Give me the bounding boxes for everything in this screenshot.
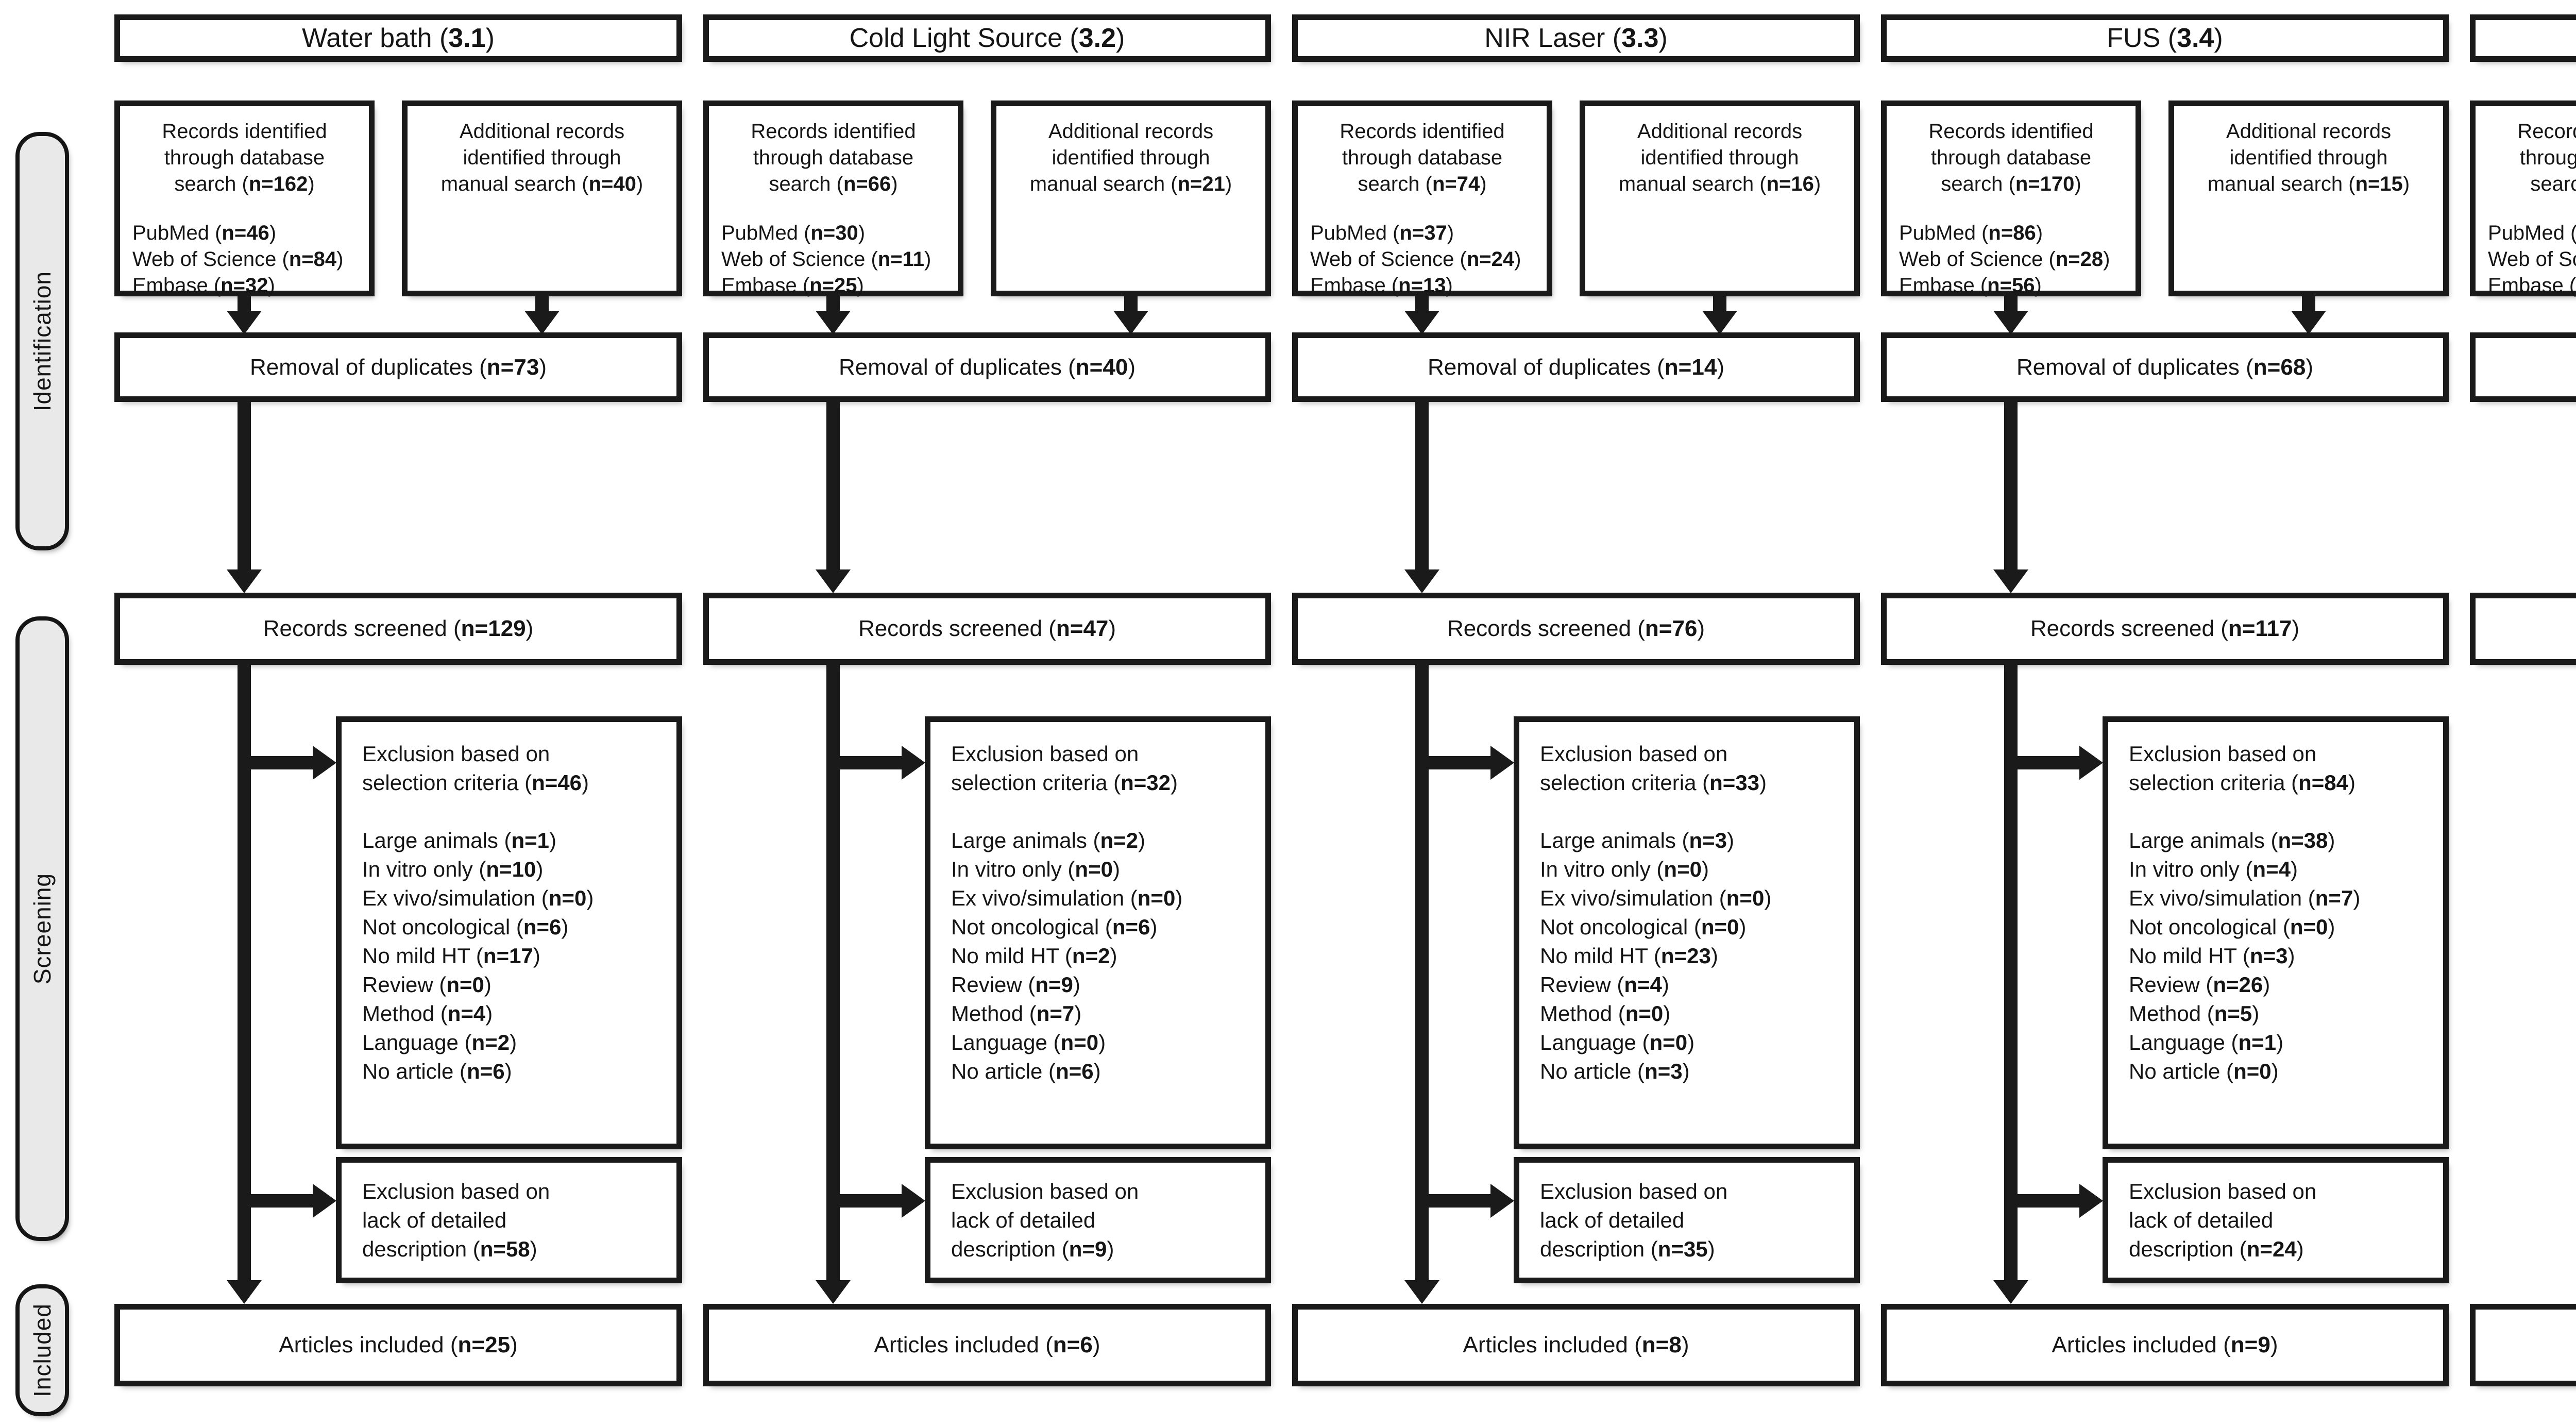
stage-label-identification-text: Identification: [29, 271, 56, 412]
articles-included-box: Articles included (n=6): [703, 1304, 1271, 1386]
duplicates-box: Removal of duplicates (n=54): [2470, 332, 2576, 402]
duplicates-box: Removal of duplicates (n=40): [703, 332, 1271, 402]
branch-right-arrow: [833, 756, 902, 769]
column-title: Cold Light Source (3.2): [703, 14, 1271, 62]
screened-box: Records screened (n=47): [703, 593, 1271, 665]
duplicates-box: Removal of duplicates (n=14): [1292, 332, 1860, 402]
down-arrow: [826, 402, 840, 569]
exclusion-selection-items: Large animals (n=3)In vitro only (n=0)Ex…: [1540, 828, 1772, 1083]
column-title: NIR Laser (3.3): [1292, 14, 1860, 62]
exclusion-selection-items: Large animals (n=38)In vitro only (n=4)E…: [2129, 828, 2361, 1083]
stage-label-screening-text: Screening: [29, 873, 56, 985]
duplicates-box: Removal of duplicates (n=73): [114, 332, 682, 402]
down-arrow: [1415, 296, 1429, 311]
down-arrow: [1415, 402, 1429, 569]
stage-label-included-text: Included: [29, 1303, 56, 1397]
stage-label-screening: Screening: [15, 616, 69, 1241]
database-sources-text: PubMed (n=86)Web of Science (n=28)Embase…: [1899, 222, 2110, 297]
branch-right-arrow: [2011, 1194, 2079, 1208]
column-title: Capacitive (3.5): [2470, 14, 2576, 62]
column-capacitive: Capacitive (3.5) Records identifiedthrou…: [2470, 0, 2576, 1425]
branch-right-arrow: [833, 1194, 902, 1208]
branch-right-arrow: [244, 756, 313, 769]
database-sources-text: PubMed (n=39)Web of Science (n=16)Embase…: [2488, 222, 2576, 297]
articles-included-box: Articles included (n=9): [1881, 1304, 2449, 1386]
exclusion-selection-items: Large animals (n=2)In vitro only (n=0)Ex…: [951, 828, 1183, 1083]
articles-included-box: Articles included (n=7): [2470, 1304, 2576, 1386]
screened-box: Records screened (n=76): [1292, 593, 1860, 665]
branch-right-arrow: [244, 1194, 313, 1208]
duplicates-box: Removal of duplicates (n=68): [1881, 332, 2449, 402]
column-title: Water bath (3.1): [114, 14, 682, 62]
stage-label-identification: Identification: [15, 132, 69, 550]
column-title: FUS (3.4): [1881, 14, 2449, 62]
branch-right-arrow: [1422, 756, 1490, 769]
database-sources-text: PubMed (n=30)Web of Science (n=11)Embase…: [721, 222, 931, 297]
screened-box: Records screened (n=117): [1881, 593, 2449, 665]
down-arrow: [2004, 296, 2018, 311]
column-cold-light-source: Cold Light Source (3.2) Records identifi…: [703, 0, 1271, 1425]
down-arrow: [1713, 296, 1726, 311]
down-arrow: [826, 296, 840, 311]
articles-included-box: Articles included (n=8): [1292, 1304, 1860, 1386]
stage-label-included: Included: [15, 1284, 69, 1416]
branch-right-arrow: [2011, 756, 2079, 769]
database-sources-text: PubMed (n=37)Web of Science (n=24)Embase…: [1310, 222, 1521, 297]
screened-box: Records screened (n=129): [114, 593, 682, 665]
articles-included-box: Articles included (n=25): [114, 1304, 682, 1386]
database-sources-text: PubMed (n=46)Web of Science (n=84)Embase…: [132, 222, 344, 297]
down-arrow: [535, 296, 549, 311]
down-arrow: [238, 296, 251, 311]
down-arrow: [238, 402, 251, 569]
screened-box: Records screened (n=62): [2470, 593, 2576, 665]
down-arrow: [2004, 402, 2018, 569]
down-arrow: [2302, 296, 2315, 311]
down-arrow: [1124, 296, 1138, 311]
branch-right-arrow: [1422, 1194, 1490, 1208]
exclusion-selection-items: Large animals (n=1)In vitro only (n=10)E…: [362, 828, 594, 1083]
